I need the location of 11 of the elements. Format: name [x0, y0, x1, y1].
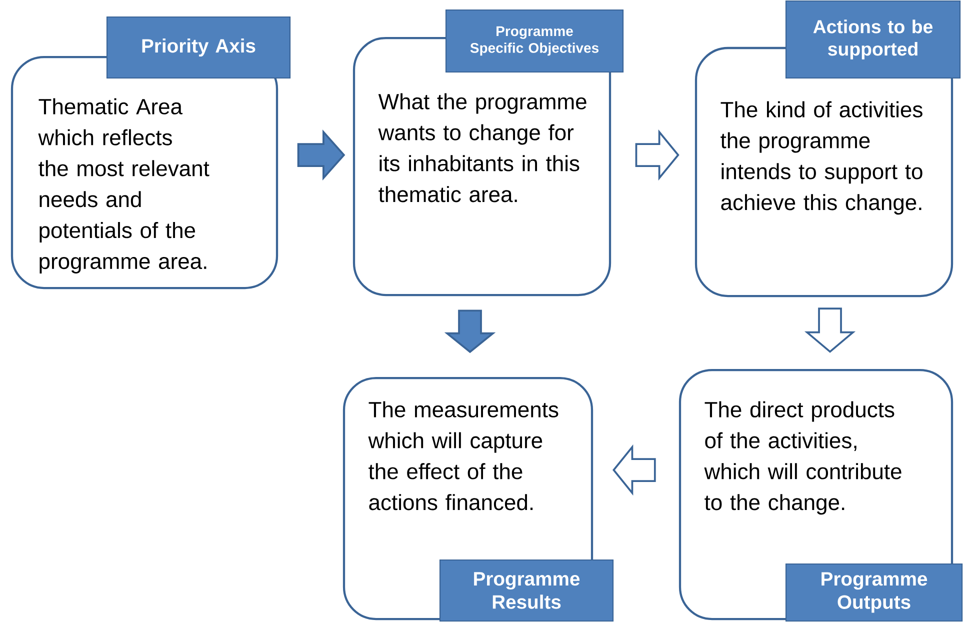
block-arrow: [804, 308, 856, 353]
block-arrow: [297, 130, 346, 180]
block-arrow: [612, 444, 656, 496]
block-arrow: [444, 310, 496, 354]
tab-label: Priority Axis: [106, 16, 291, 79]
block-arrow: [635, 129, 680, 181]
tab-label: Programme Outputs: [785, 563, 963, 622]
tab-label: Programme Specific Objectives: [445, 9, 624, 73]
tab-label: Actions to be supported: [785, 0, 961, 79]
tab-label: Programme Results: [439, 559, 614, 622]
process-box: Thematic Area which reflects the most relevant needs and potentials of the programme area.: [10, 56, 278, 290]
